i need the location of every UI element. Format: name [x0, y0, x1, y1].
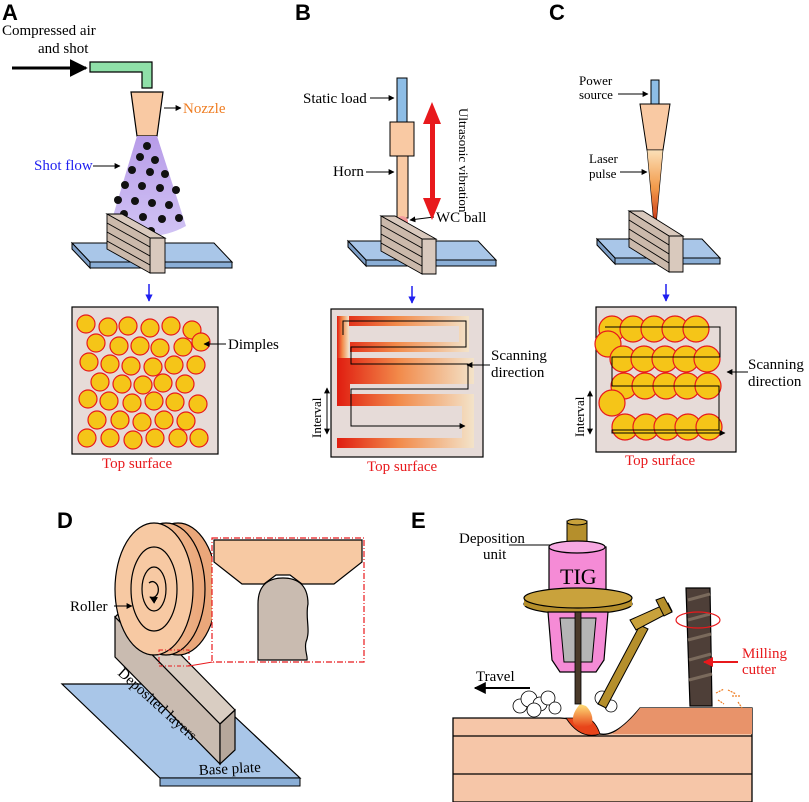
top-surface-label-c: Top surface	[625, 453, 696, 469]
scanning-label-b-line1: Scanning	[491, 348, 547, 364]
panel-letter-c: C	[549, 0, 565, 25]
roller	[114, 522, 218, 656]
deposited-wall-a	[105, 213, 167, 274]
compressed-air-label-line1: Compressed air	[2, 23, 96, 39]
shot-flow-label: Shot flow	[34, 158, 93, 174]
tig-label: TIG	[560, 564, 597, 589]
milling-cutter-label-line1: Milling	[742, 646, 788, 662]
inset-deposited-wall	[257, 577, 309, 661]
panel-a: A Compressed air and shot Nozzle Shot fl…	[2, 0, 279, 472]
scan-pattern-b	[337, 316, 474, 448]
panel-e: E Travel Deposition unit TIG	[411, 508, 788, 802]
nozzle-label: Nozzle	[183, 101, 226, 117]
air-pipe	[89, 61, 153, 89]
scanning-label-c-line2: direction	[748, 374, 802, 390]
horn-label: Horn	[333, 164, 364, 180]
laser-pulse-label-line2: pulse	[589, 166, 617, 181]
base-plate-label: Base plate	[198, 760, 261, 779]
wc-ball-label: WC ball	[436, 210, 486, 226]
zoom-source-box	[158, 649, 190, 667]
power-source-label-line2: source	[579, 87, 613, 102]
tungsten-electrode	[574, 611, 582, 705]
arc-flame	[572, 704, 593, 727]
laser-head	[639, 103, 671, 151]
dimples-label: Dimples	[228, 337, 279, 353]
panel-letter-e: E	[411, 508, 426, 533]
workpiece-layers	[452, 707, 753, 802]
deposited-wall-b	[379, 215, 438, 275]
shot-flow-spray	[110, 136, 186, 236]
wire-feeder	[597, 596, 673, 709]
panel-letter-a: A	[2, 0, 18, 25]
nozzle	[130, 91, 164, 137]
deposited-wall-c	[627, 210, 685, 273]
roller-label: Roller	[70, 599, 108, 615]
laser-dimples	[594, 315, 723, 441]
deposition-unit-label-line1: Deposition	[459, 531, 525, 547]
power-source-label-line1: Power	[579, 73, 613, 88]
ultrasonic-vibration-label: Ultrasonic vibration	[456, 108, 471, 213]
panel-letter-b: B	[295, 0, 311, 25]
top-surface-label-a: Top surface	[102, 456, 173, 472]
interval-label-c: Interval	[572, 396, 587, 437]
static-load-label: Static load	[303, 91, 367, 107]
compressed-air-label-line2: and shot	[38, 41, 89, 57]
power-source-rod	[650, 79, 660, 105]
interval-label-b: Interval	[309, 397, 324, 438]
milling-cutter-label-line2: cutter	[742, 662, 776, 678]
static-load-rod	[396, 77, 408, 123]
horn-tip	[396, 155, 409, 219]
scanning-label-c-line1: Scanning	[748, 357, 804, 373]
scanning-label-b-line2: direction	[491, 365, 545, 381]
inset-roller-groove	[213, 539, 363, 585]
panel-d: D Base plate Deposited layers Roller	[57, 508, 365, 787]
travel-label: Travel	[476, 669, 515, 685]
scan-path-c	[605, 326, 726, 436]
dimples	[76, 314, 211, 450]
laser-pulse-label-line1: Laser	[589, 151, 619, 166]
panel-letter-d: D	[57, 508, 73, 533]
panel-b: B Static load Horn WC ball Ultrasonic vi…	[295, 0, 547, 475]
horn-body	[389, 121, 415, 157]
milling-cutter	[675, 587, 743, 709]
vibration-arrow	[423, 102, 441, 220]
top-surface-label-b: Top surface	[367, 459, 438, 475]
panel-c: C Power source Laser pulse Int	[549, 0, 804, 469]
scan-path-b	[342, 320, 469, 429]
wc-ball-pointer	[409, 216, 435, 223]
deposition-unit-label-line2: unit	[483, 547, 507, 563]
